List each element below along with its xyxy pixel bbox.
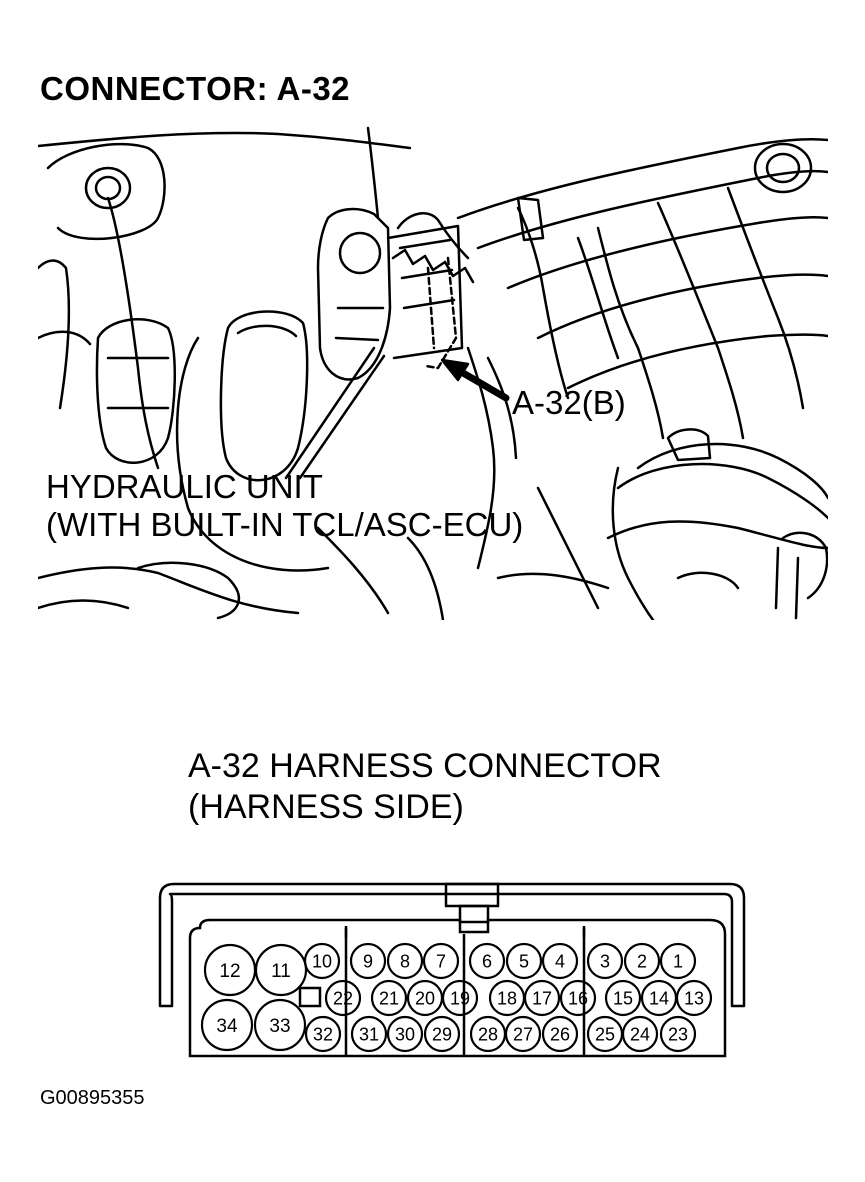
pin-1-outline [659,942,697,980]
pin-26-label: 26 [550,1024,570,1044]
pin-17-outline [523,979,561,1017]
pin-31-outline [350,1015,388,1053]
pin-8-label: 8 [400,951,410,971]
callout-hydraulic-unit: HYDRAULIC UNIT [46,468,323,505]
pin-21-label: 21 [379,988,399,1008]
pin-8-outline [386,942,424,980]
pin-33-outline [253,998,307,1052]
pin-31-label: 31 [359,1024,379,1044]
connector-view-title: A-32 HARNESS CONNECTOR [188,747,662,785]
pin-5-outline [505,942,543,980]
pin-7-label: 7 [436,951,446,971]
pin-27-outline [504,1015,542,1053]
pin-5-label: 5 [519,951,529,971]
pin-34-outline [200,998,254,1052]
pin-25-label: 25 [595,1024,615,1044]
pin-13-outline [675,979,713,1017]
pin-15-outline [604,979,642,1017]
pin-29-outline [423,1015,461,1053]
figure-code: G00895355 [40,1087,145,1109]
pin-27-label: 27 [513,1024,533,1044]
pin-24-label: 24 [630,1024,650,1044]
callout-connector-b: A-32(B) [512,384,626,421]
pin-19-outline [441,979,479,1017]
pin-2-label: 2 [637,951,647,971]
pin-28-label: 28 [478,1024,498,1044]
pin-30-outline [386,1015,424,1053]
pin-21-outline [370,979,408,1017]
pin-11-outline [254,943,308,997]
pin-24-outline [621,1015,659,1053]
pin-9-label: 9 [363,951,373,971]
pin-19-label: 19 [450,988,470,1008]
pin-4-outline [541,942,579,980]
pin-15-label: 15 [613,988,633,1008]
pin-32-label: 32 [313,1024,333,1044]
pin-4-label: 4 [555,951,565,971]
pin-22-label: 22 [333,988,353,1008]
pin-32-outline [304,1015,342,1053]
callout-hydraulic-unit-detail: (WITH BUILT-IN TCL/ASC-ECU) [46,506,524,543]
pin-20-label: 20 [415,988,435,1008]
pin-1-label: 1 [673,951,683,971]
pin-30-label: 30 [395,1024,415,1044]
pin-17-label: 17 [532,988,552,1008]
pin-6-outline [468,942,506,980]
pin-26-outline [541,1015,579,1053]
pin-16-outline [559,979,597,1017]
pin-10-outline [303,942,341,980]
pin-2-outline [623,942,661,980]
pin-7-outline [422,942,460,980]
pin-11-label: 11 [271,961,291,982]
pin-14-label: 14 [649,988,669,1008]
pin-33-label: 33 [269,1016,290,1037]
pin-18-label: 18 [497,988,517,1008]
pin-23-label: 23 [668,1024,688,1044]
pin-10-label: 10 [312,951,332,971]
pin-16-label: 16 [568,988,588,1008]
pin-29-label: 29 [432,1024,452,1044]
connector-view-subtitle: (HARNESS SIDE) [188,788,464,826]
engine-bay-illustration [38,126,828,620]
pin-3-label: 3 [600,951,610,971]
pin-3-outline [586,942,624,980]
pin-13-label: 13 [684,988,704,1008]
pin-22-outline [324,979,362,1017]
diagram-title: CONNECTOR: A-32 [40,70,351,107]
pin-12-label: 12 [219,961,240,982]
pin-23-outline [659,1015,697,1053]
pin-34-label: 34 [216,1016,238,1037]
pin-6-label: 6 [482,951,492,971]
pin-9-outline [349,942,387,980]
